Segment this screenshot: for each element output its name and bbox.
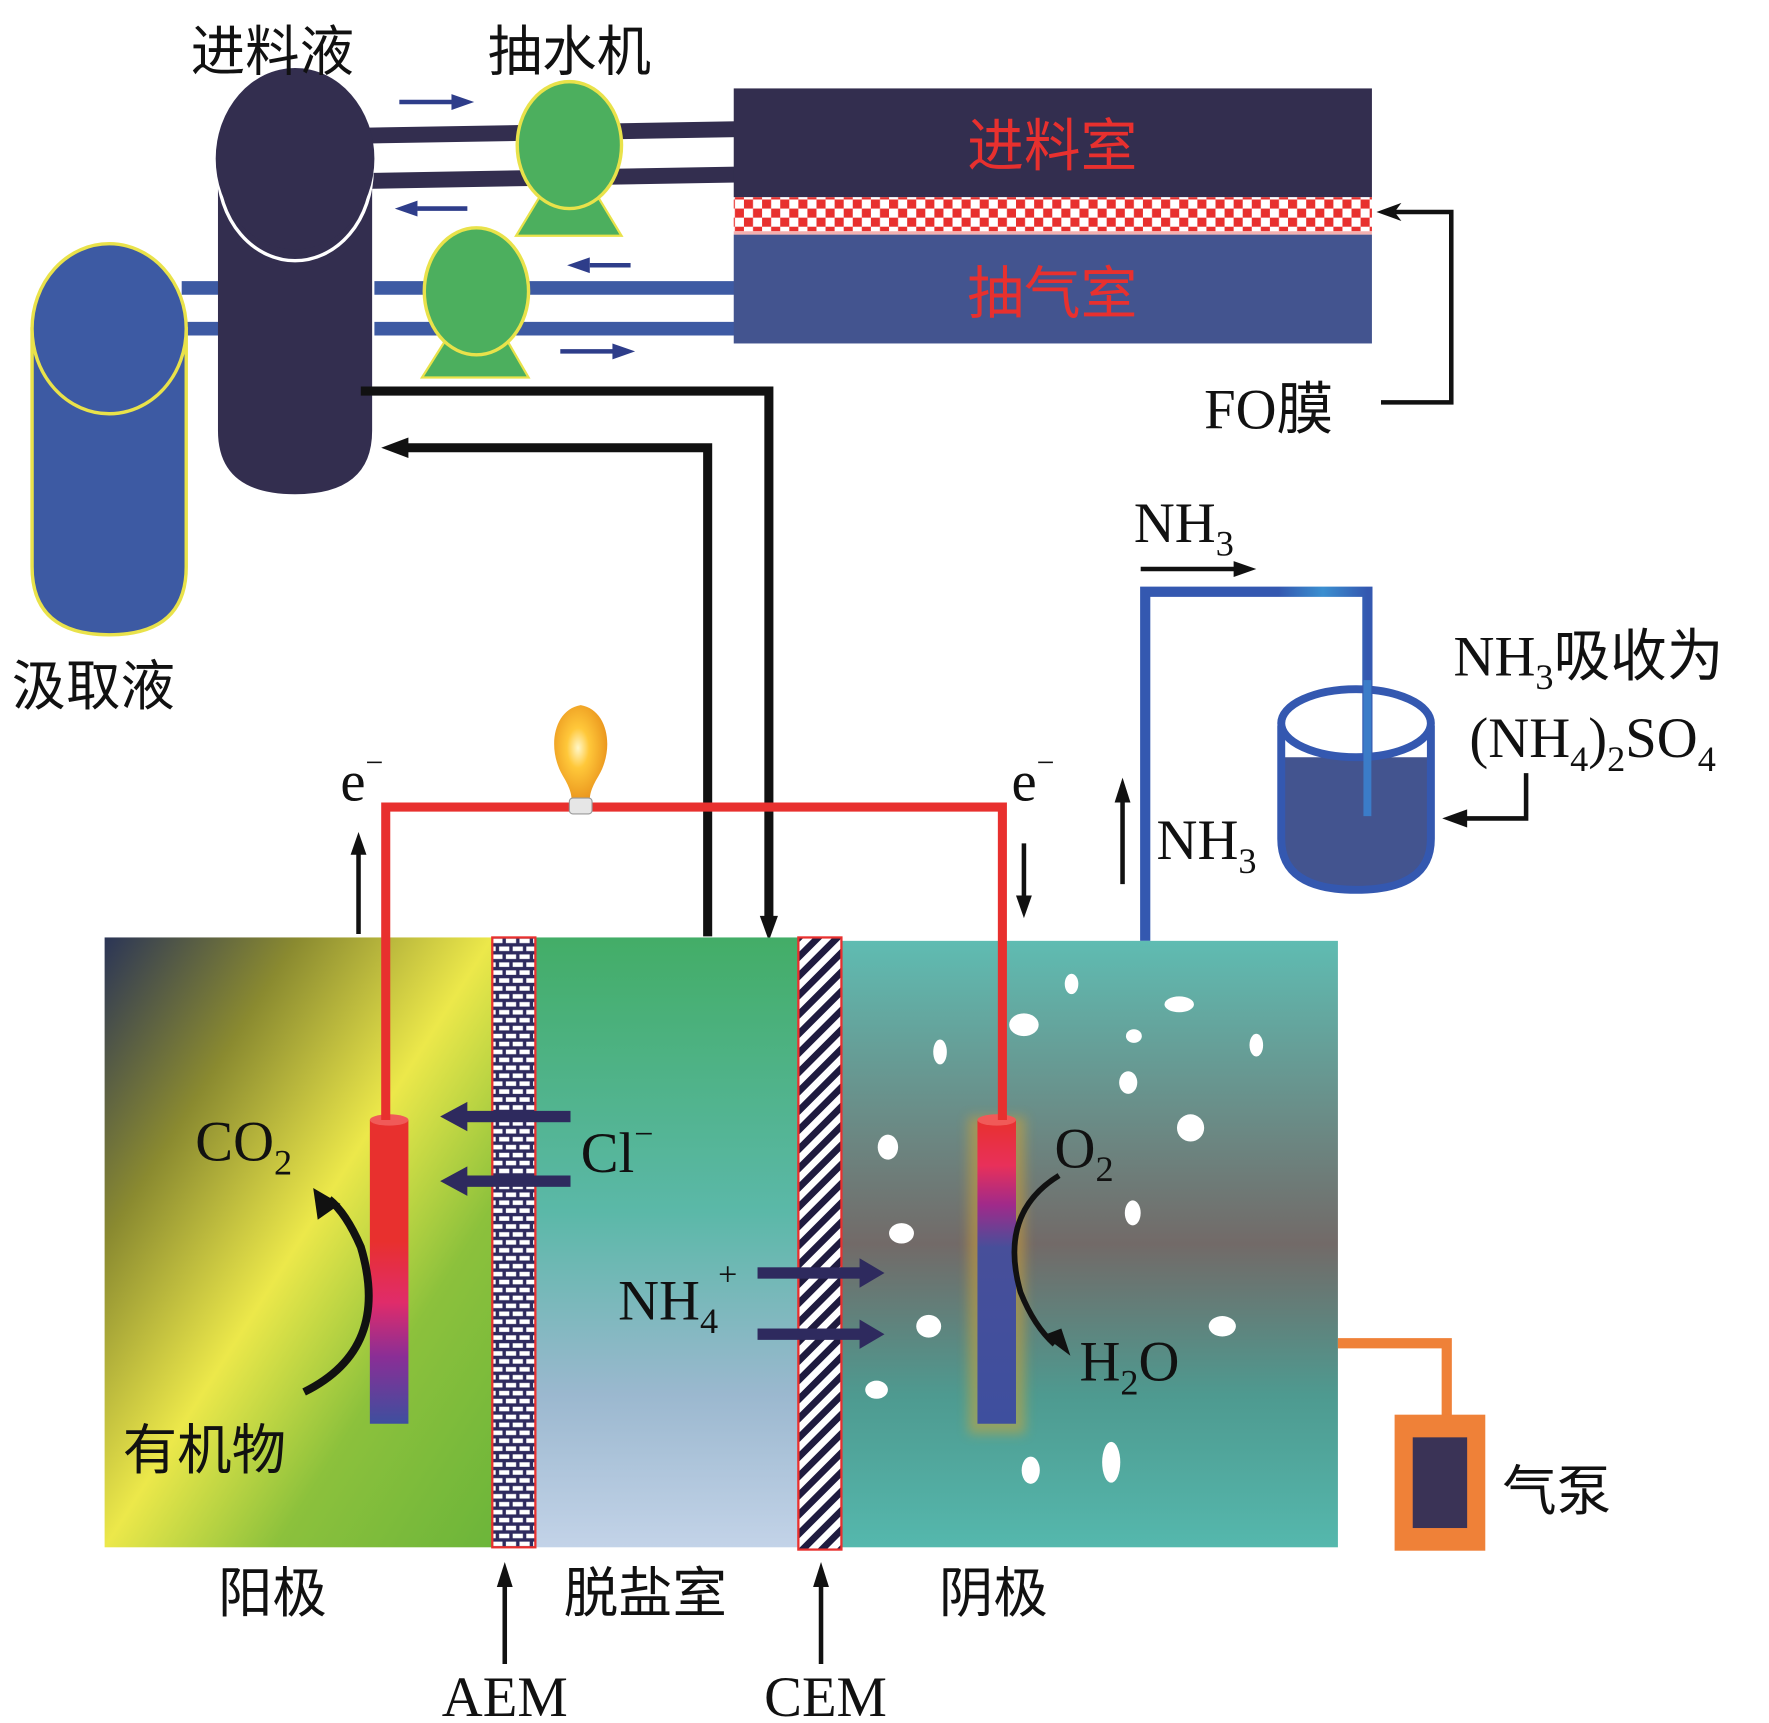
cem-membrane (797, 936, 843, 1551)
fo-system: 进料室 抽气室 FO膜 进料液 抽水机 汲取液 (12, 19, 1454, 718)
chloride-label: Cl− (581, 1116, 654, 1185)
pump-lower[interactable] (419, 226, 531, 379)
cathode-label: 阴极 (939, 1561, 1048, 1625)
anode-product-label: CO2 (195, 1112, 292, 1183)
electron-right-label: e− (1011, 745, 1054, 813)
pump-label: 抽水机 (488, 19, 651, 83)
anode-reaction-arrow (302, 1196, 373, 1396)
air-pump-label: 气泵 (1502, 1459, 1611, 1523)
draw-solution-tank[interactable] (30, 242, 188, 637)
cathode-chamber[interactable] (841, 940, 1338, 1548)
anode-label: 阳极 (218, 1561, 327, 1625)
mdc-cell: CO2 有机物 Cl− NH4+ O2 H2O (104, 936, 1338, 1551)
anode-chamber[interactable] (104, 937, 493, 1548)
nh3-rise-label: NH3 (1157, 810, 1257, 881)
nh3-flow-label: NH3 (1134, 493, 1234, 564)
desalination-label: 脱盐室 (564, 1561, 727, 1625)
cem-label: CEM (764, 1667, 887, 1723)
fo-membrane-callout: FO膜 (1204, 202, 1454, 441)
transfer-pipes (360, 386, 774, 937)
nh3-absorption-label: NH3吸收为 (1454, 624, 1724, 698)
feed-solution-label: 进料液 (191, 19, 354, 83)
cathode-product-label: H2O (1079, 1332, 1179, 1403)
fo-membrane-label: FO膜 (1204, 379, 1333, 441)
anode-electrode[interactable] (369, 1114, 409, 1424)
anode-reactant-label: 有机物 (123, 1418, 286, 1482)
draw-solution-label: 汲取液 (12, 654, 175, 718)
feed-chamber-label: 进料室 (967, 113, 1137, 179)
desalination-chamber[interactable] (535, 937, 799, 1548)
feed-solution-tank[interactable] (215, 68, 375, 495)
absorption-beaker[interactable] (1277, 680, 1435, 894)
electron-left-label: e− (340, 745, 383, 813)
aem-label: AEM (442, 1667, 568, 1723)
air-bubbles (865, 973, 1264, 1484)
arrow-left-icon (381, 437, 409, 458)
flow-arrows (394, 94, 636, 360)
fo-module: 进料室 抽气室 (733, 88, 1372, 344)
draw-chamber[interactable] (733, 234, 1372, 344)
external-circuit: e− e− (340, 705, 1055, 1120)
ammonium-label: NH4+ (618, 1256, 737, 1341)
cathode-reactant-label: O2 (1055, 1119, 1114, 1190)
feed-chamber[interactable] (733, 88, 1372, 198)
pump-upper[interactable] (514, 79, 624, 237)
ion-arrows (440, 1101, 885, 1349)
draw-chamber-label: 抽气室 (967, 261, 1137, 327)
nh3-recovery: NH3 NH3 NH3吸收为 (NH4)2SO4 (1114, 493, 1724, 941)
aem-membrane (491, 936, 537, 1549)
circuit-wire (381, 802, 1007, 1120)
arrow-down-icon (759, 915, 778, 941)
bottom-labels: 阳极 脱盐室 阴极 AEM CEM (218, 1561, 1048, 1723)
air-pump[interactable]: 气泵 (1337, 1338, 1611, 1551)
light-bulb-icon[interactable] (554, 705, 608, 815)
fo-membrane (733, 197, 1372, 232)
cathode-reaction-arrow (1011, 1173, 1061, 1347)
ammonium-sulfate-label: (NH4)2SO4 (1469, 708, 1715, 779)
